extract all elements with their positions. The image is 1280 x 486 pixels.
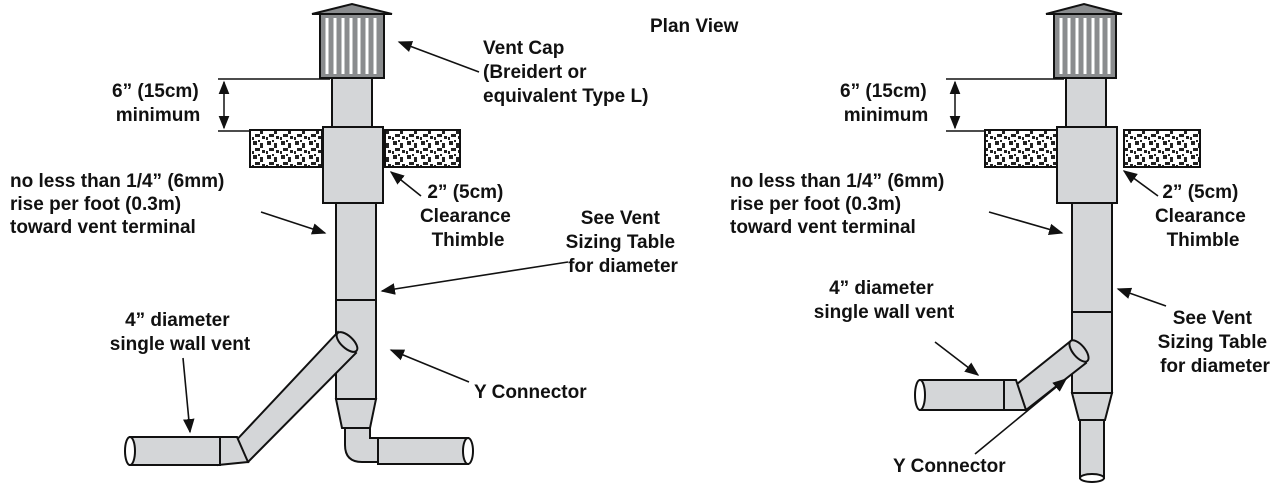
left-thimble: [322, 126, 384, 204]
right-assembly: [914, 2, 1201, 483]
left-insulation-left: [249, 129, 323, 168]
left-clearance-label: 2” (5cm) Clearance Thimble: [420, 182, 516, 251]
right-rise-label: no less than 1/4” (6mm) rise per foot (0…: [730, 171, 950, 238]
right-dimension: [946, 78, 1064, 132]
left-diameter-label: 4” diameter single wall vent: [110, 310, 251, 355]
right-clearance-label: 2” (5cm) Clearance Thimble: [1155, 182, 1251, 251]
left-horizontal-right: [377, 437, 469, 465]
right-insulation-right: [1123, 129, 1201, 168]
right-min-height-label: 6” (15cm) minimum: [840, 81, 932, 126]
right-insulation-left: [984, 129, 1066, 168]
left-horizontal-left: [129, 436, 221, 466]
right-horizontal-pipe: [919, 379, 1005, 411]
right-y-connector: [1070, 392, 1114, 421]
right-down-pipe: [1079, 419, 1105, 479]
left-rise-label: no less than 1/4” (6mm) rise per foot (0…: [10, 171, 230, 238]
right-diameter-label: 4” diameter single wall vent: [814, 278, 955, 323]
left-arrows: [182, 41, 569, 434]
left-vent-cap: [311, 2, 393, 79]
right-y-connector-label: Y Connector: [893, 456, 1006, 477]
right-sizing-label: See Vent Sizing Table for diameter: [1158, 308, 1273, 377]
left-elbow: [344, 427, 383, 463]
left-y-connector: [334, 398, 378, 429]
left-insulation-right: [384, 129, 461, 168]
left-vent-cap-label: Vent Cap (Breidert or equivalent Type L): [483, 38, 648, 107]
right-vent-cap: [1045, 2, 1123, 79]
right-thimble: [1056, 126, 1118, 204]
left-dimension: [218, 78, 330, 132]
plan-view-title: Plan View: [650, 16, 739, 37]
left-sizing-label: See Vent Sizing Table for diameter: [566, 208, 681, 277]
left-min-height-label: 6” (15cm) minimum: [112, 81, 204, 126]
left-assembly: [124, 2, 474, 467]
left-y-connector-label: Y Connector: [474, 382, 587, 403]
right-arrows: [934, 170, 1167, 455]
